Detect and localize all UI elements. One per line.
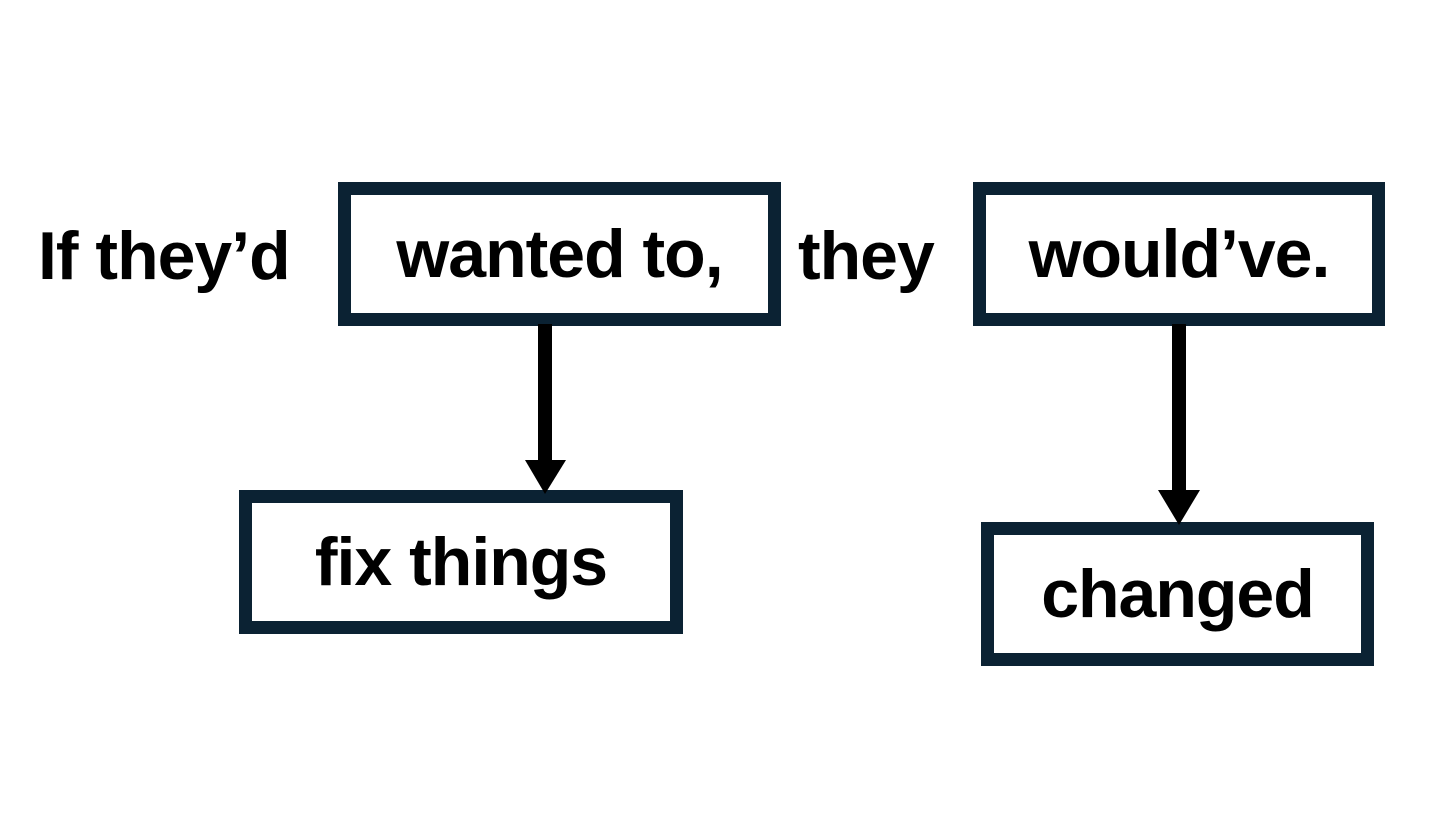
arrow-left — [525, 324, 566, 494]
arrow-right-head — [1158, 490, 1200, 525]
arrow-left-head — [525, 460, 566, 494]
arrow-right-shaft — [1172, 324, 1186, 494]
box-wanted-to: wanted to, — [338, 182, 781, 326]
box-wouldve-label: would’ve. — [1028, 216, 1331, 292]
arrow-right — [1158, 324, 1200, 525]
box-wanted-to-label: wanted to, — [396, 216, 723, 292]
box-fix-things: fix things — [239, 490, 683, 634]
box-wouldve: would’ve. — [973, 182, 1385, 326]
sentence-part-they: they — [798, 218, 935, 294]
box-fix-things-label: fix things — [314, 524, 608, 600]
sentence-part-if-theyd: If they’d — [38, 218, 291, 294]
box-changed-label: changed — [1041, 556, 1315, 632]
arrow-left-shaft — [538, 324, 552, 464]
box-changed: changed — [981, 522, 1374, 666]
